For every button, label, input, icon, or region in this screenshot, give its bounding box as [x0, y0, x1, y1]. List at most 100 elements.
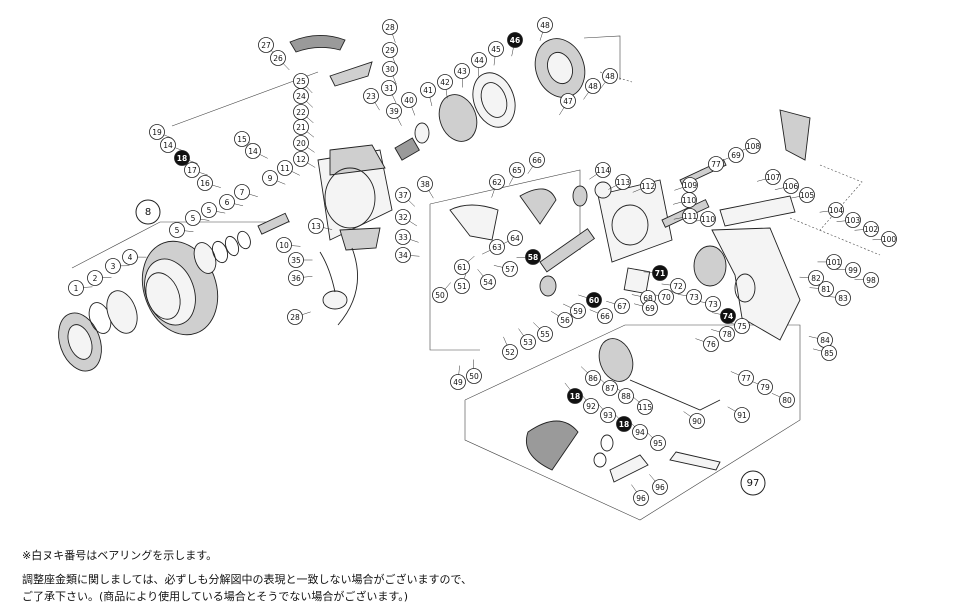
leader-line: [323, 227, 333, 230]
callout-label: 15: [237, 135, 247, 144]
leader-line: [303, 276, 313, 278]
leader-line: [606, 300, 615, 305]
callout-label: 105: [800, 191, 815, 200]
callout-35: 35: [288, 252, 304, 268]
callout-label: 62: [492, 178, 502, 187]
callout-label: 56: [560, 316, 570, 325]
callout-label: 5: [175, 226, 180, 235]
callout-label: 84: [820, 336, 830, 345]
callout-90: 90: [689, 413, 705, 429]
callout-43: 43: [454, 63, 470, 79]
callout-circle: [105, 258, 121, 274]
callout-87: 87: [602, 380, 618, 396]
callout-circle: [149, 124, 165, 140]
callout-18: 18: [174, 150, 190, 166]
callout-circle: [471, 52, 487, 68]
callout-label: 9: [268, 174, 273, 183]
spool-assembly: [58, 212, 290, 372]
callout-circle: [122, 249, 138, 265]
leader-line: [477, 269, 484, 277]
callout-label: 3: [111, 262, 116, 271]
callout-label: 46: [510, 36, 520, 45]
leader-line: [493, 56, 496, 66]
callout-circle: [705, 296, 721, 312]
callout-label: 99: [848, 266, 858, 275]
callout-67: 67: [614, 298, 630, 314]
rotor-assembly: [289, 35, 586, 326]
callout-label: 85: [824, 349, 834, 358]
callout-circle: [507, 230, 523, 246]
callout-circle: [525, 249, 541, 265]
callout-circle: [681, 192, 697, 208]
callout-label: 95: [653, 439, 663, 448]
callout-label: 31: [384, 84, 394, 93]
callout-layer: 1234555678910111213141415161718192021222…: [68, 17, 897, 506]
callout-circle: [288, 252, 304, 268]
callout-86: 86: [585, 370, 601, 386]
callout-circle: [420, 82, 436, 98]
callout-78: 78: [719, 326, 735, 342]
callout-label: 37: [398, 191, 408, 200]
callout-label: 43: [457, 67, 467, 76]
callout-circle: [734, 407, 750, 423]
callout-5: 5: [201, 202, 217, 218]
callout-80: 80: [779, 392, 795, 408]
callout-label: 61: [457, 263, 467, 272]
callout-28: 28: [287, 309, 303, 325]
callout-circle: [652, 265, 668, 281]
callout-label: 49: [453, 378, 463, 387]
leader-line: [649, 474, 656, 482]
callout-label: 69: [645, 304, 655, 313]
callout-circle: [602, 380, 618, 396]
callout-circle: [828, 202, 844, 218]
callout-label: 110: [682, 196, 697, 205]
callout-label: 96: [655, 483, 665, 492]
callout-circle: [614, 298, 630, 314]
leader-line: [757, 178, 766, 182]
callout-circle: [595, 162, 611, 178]
callout-109: 109: [682, 177, 698, 193]
callout-circle: [363, 88, 379, 104]
callout-100: 100: [881, 231, 897, 247]
callout-37: 37: [395, 187, 411, 203]
callout-label: 66: [532, 156, 542, 165]
callout-5: 5: [185, 210, 201, 226]
callout-label: 69: [731, 151, 741, 160]
callout-circle: [658, 289, 674, 305]
callout-circle: [169, 222, 185, 238]
callout-circle: [637, 399, 653, 415]
callout-circle: [835, 290, 851, 306]
callout-label: 66: [600, 312, 610, 321]
callout-circle: [293, 104, 309, 120]
leader-line: [578, 294, 587, 298]
callout-66: 66: [597, 308, 613, 324]
callout-97: 97: [740, 470, 766, 496]
leader-line: [282, 63, 290, 71]
callout-circle: [537, 17, 553, 33]
leader-line: [661, 283, 671, 286]
leader-line: [184, 230, 194, 232]
callout-label: 10: [279, 241, 289, 250]
callout-77: 77: [708, 156, 724, 172]
callout-circle: [585, 370, 601, 386]
callout-circle: [277, 160, 293, 176]
callout-circle: [382, 61, 398, 77]
callout-44: 44: [471, 52, 487, 68]
callout-circle: [670, 278, 686, 294]
callout-49: 49: [450, 374, 466, 390]
callout-label: 33: [398, 233, 408, 242]
callout-circle: [401, 92, 417, 108]
callout-label: 93: [603, 411, 613, 420]
callout-label: 27: [261, 41, 271, 50]
callout-36: 36: [288, 270, 304, 286]
leader-line: [493, 265, 503, 268]
callout-circle: [740, 470, 766, 496]
callout-circle: [845, 212, 861, 228]
leader-line: [673, 201, 682, 205]
callout-label: 87: [605, 384, 615, 393]
callout-label: 78: [722, 330, 732, 339]
callout-circle: [520, 334, 536, 350]
callout-circle: [382, 19, 398, 35]
callout-label: 67: [617, 302, 627, 311]
leader-line: [392, 75, 397, 85]
